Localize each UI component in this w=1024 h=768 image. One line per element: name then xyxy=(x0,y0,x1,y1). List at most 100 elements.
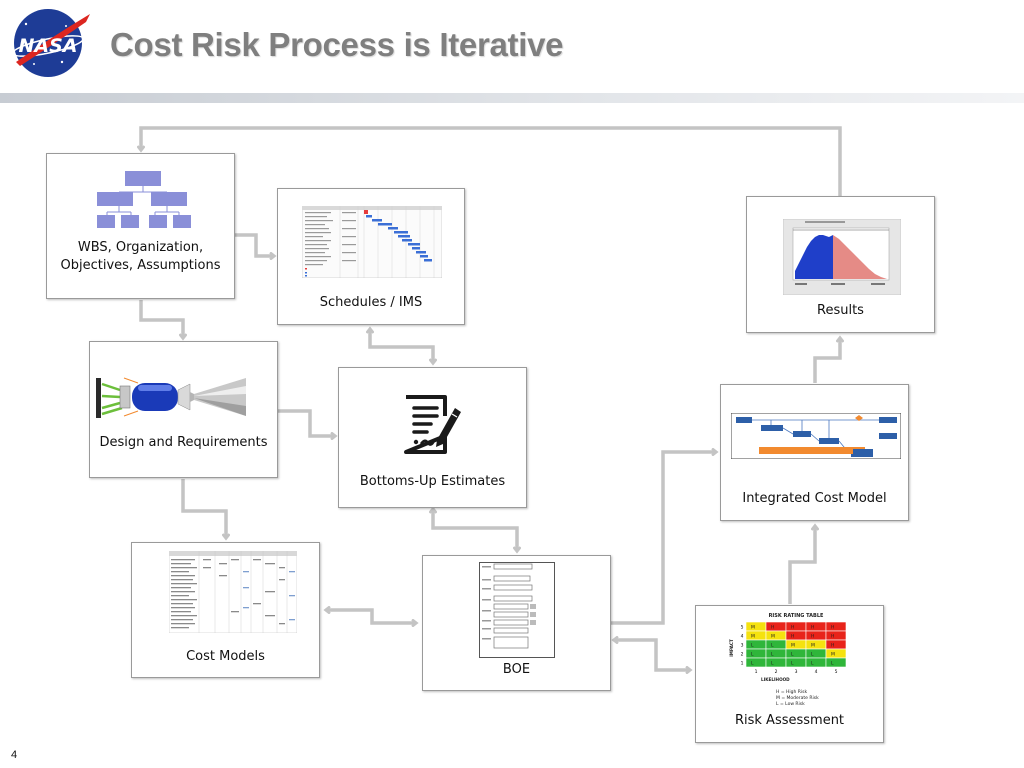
risk-col-number: 2 xyxy=(775,669,778,675)
risk-cell-level: H xyxy=(831,624,834,630)
risk-cell xyxy=(825,639,847,650)
cost-models-label: Cost Models xyxy=(186,649,265,664)
integrated-box: Integrated Cost Model xyxy=(720,384,909,521)
risk-legend-moderate: M = Moderate Risk xyxy=(776,695,819,701)
gantt-chart-icon xyxy=(302,206,442,278)
schedules-box: Schedules / IMS xyxy=(277,188,465,325)
risk-cell-level: H xyxy=(791,633,794,639)
risk-cell-level: H xyxy=(831,633,834,639)
risk-cell-level: H xyxy=(771,624,774,630)
risk-col-number: 5 xyxy=(835,669,838,675)
risk-table-title: RISK RATING TABLE xyxy=(769,613,824,619)
risk-row-number: 3 xyxy=(741,642,744,648)
rocket-engine-icon xyxy=(96,377,246,418)
risk-cell-level: L xyxy=(751,651,754,657)
risk-col-number: 3 xyxy=(795,669,798,675)
design-label: Design and Requirements xyxy=(99,435,268,450)
risk-cell xyxy=(825,621,847,632)
risk-cell xyxy=(745,621,767,632)
arrow-schedules-bottomsup xyxy=(370,329,433,363)
risk-cell xyxy=(785,648,807,659)
risk-cell xyxy=(825,630,847,641)
header-bar xyxy=(0,93,1024,103)
design-box: Design and Requirements xyxy=(89,341,278,478)
risk-col-number: 1 xyxy=(755,669,758,675)
arrow-design-to-bottomsup xyxy=(278,409,335,436)
risk-cell-level: H xyxy=(811,624,814,630)
cost-models-box: Cost Models xyxy=(131,542,320,678)
risk-cell-level: M xyxy=(791,642,795,648)
risk-cell-level: L xyxy=(831,660,834,666)
risk-row-number: 4 xyxy=(741,633,744,639)
risk-cell-level: M xyxy=(751,624,755,630)
risk-cell-level: L xyxy=(771,660,774,666)
risk-cell xyxy=(745,657,767,668)
risk-legend-high: H = High Risk xyxy=(776,689,808,695)
risk-cell xyxy=(805,657,827,668)
boe-label: BOE xyxy=(502,662,531,677)
page-number: 4 xyxy=(11,749,18,761)
arrow-risk-boe xyxy=(614,640,690,670)
risk-likelihood-label: LIKELIHOOD xyxy=(761,677,790,682)
risk-cell xyxy=(745,648,767,659)
risk-label: Risk Assessment xyxy=(734,713,845,728)
risk-cell xyxy=(825,648,847,659)
nasa-logo-icon: NASA xyxy=(12,9,90,77)
risk-cell-level: H xyxy=(811,633,814,639)
wbs-box: WBS, Organization, Objectives, Assumptio… xyxy=(46,153,235,299)
arrow-design-to-costmodels xyxy=(181,479,226,538)
arrow-risk-to-integrated xyxy=(788,526,815,604)
arrow-costmodels-boe xyxy=(326,610,416,623)
risk-cell xyxy=(765,630,787,641)
results-box: Results xyxy=(746,196,935,333)
flowchart-icon xyxy=(731,413,901,459)
risk-cell-level: M xyxy=(831,651,835,657)
slide-title: Cost Risk Process is Iterative xyxy=(110,26,564,63)
schedules-label: Schedules / IMS xyxy=(319,295,423,310)
bottoms-up-box: Bottoms-Up Estimates xyxy=(338,367,527,508)
risk-cell-level: L xyxy=(791,660,794,666)
risk-cell xyxy=(805,621,827,632)
arrow-bottomsup-boe xyxy=(433,509,517,551)
risk-cell-level: H xyxy=(831,642,834,648)
document-pen-icon xyxy=(404,395,461,454)
risk-cell-level: H xyxy=(791,624,794,630)
risk-cell-level: L xyxy=(751,660,754,666)
risk-cell-level: L xyxy=(811,651,814,657)
risk-legend-low: L = Low Risk xyxy=(776,701,805,707)
risk-cell xyxy=(785,639,807,650)
risk-cell xyxy=(805,630,827,641)
results-label: Results xyxy=(817,303,864,318)
org-chart-icon xyxy=(97,171,191,228)
risk-cell-level: L xyxy=(751,642,754,648)
risk-cell xyxy=(785,630,807,641)
risk-col-number: 4 xyxy=(815,669,818,675)
integrated-label: Integrated Cost Model xyxy=(742,491,887,506)
risk-cell xyxy=(785,657,807,668)
arrow-wbs-to-schedules xyxy=(235,233,274,256)
spreadsheet-icon xyxy=(169,551,297,633)
risk-cell-level: M xyxy=(771,633,775,639)
risk-cell-level: L xyxy=(771,642,774,648)
arrow-wbs-to-design xyxy=(139,300,183,338)
risk-impact-label: IMPACT xyxy=(729,639,734,657)
risk-cell xyxy=(765,639,787,650)
risk-cell-level: M xyxy=(811,642,815,648)
nasa-logo: NASA xyxy=(6,4,92,80)
risk-row-number: 2 xyxy=(741,651,744,657)
risk-cell xyxy=(785,621,807,632)
wbs-label-line1: WBS, Organization, xyxy=(77,240,204,255)
arrow-boe-to-integrated xyxy=(611,452,716,625)
risk-cell-level: M xyxy=(751,633,755,639)
risk-row-number: 1 xyxy=(741,660,744,666)
risk-cell xyxy=(805,648,827,659)
bottoms-up-label: Bottoms-Up Estimates xyxy=(359,474,506,489)
risk-cell xyxy=(745,630,767,641)
risk-cell xyxy=(765,621,787,632)
risk-cell xyxy=(805,639,827,650)
risk-cell xyxy=(745,639,767,650)
risk-cell-level: L xyxy=(811,660,814,666)
